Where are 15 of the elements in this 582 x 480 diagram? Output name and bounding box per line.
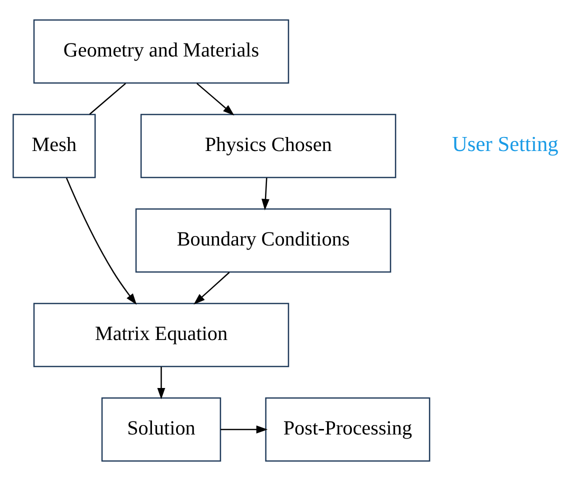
connector bbox=[89, 82, 126, 114]
node-box: Geometry and Materials bbox=[33, 18, 290, 84]
arrow bbox=[157, 366, 166, 399]
arrow bbox=[194, 271, 230, 304]
arrow bbox=[220, 425, 268, 433]
node-box: Post-Processing bbox=[265, 396, 430, 462]
node-box: Physics Chosen bbox=[140, 113, 396, 178]
node-box: Solution bbox=[101, 396, 222, 462]
label: User Setting bbox=[452, 132, 558, 156]
node-box: Matrix Equation bbox=[33, 302, 290, 367]
node-box: Mesh bbox=[12, 113, 96, 178]
arrow bbox=[66, 177, 137, 304]
node-box: Boundary Conditions bbox=[135, 208, 392, 272]
arrow bbox=[262, 177, 270, 210]
arrow bbox=[196, 82, 234, 116]
